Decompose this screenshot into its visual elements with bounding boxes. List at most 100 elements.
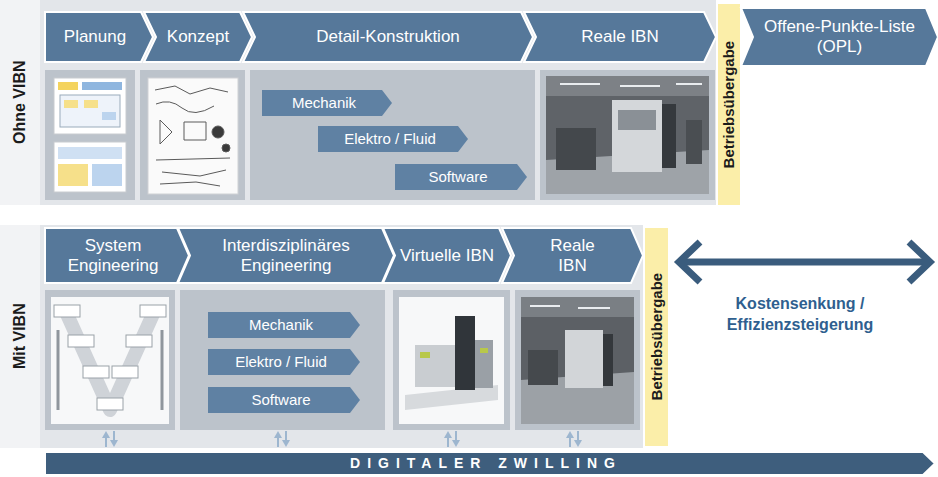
handover-strip: Betriebsübergabe (645, 228, 668, 446)
photo-ceiling (546, 76, 709, 96)
render-accent (480, 348, 488, 353)
arrow-head (679, 242, 700, 282)
photo-machine (556, 128, 596, 170)
arrow-head (574, 440, 582, 447)
chevron-outline (208, 387, 360, 413)
photo-machine (662, 104, 676, 168)
phase-label: Detail-Konstruktion (316, 27, 460, 47)
panel-label-column (0, 225, 40, 448)
discipline-arrow: Mechanik (208, 312, 360, 338)
phase-label: Elektro / Fluid (344, 130, 436, 147)
phase-chevron: Reale IBN (502, 228, 643, 283)
sync-arrow (455, 431, 457, 441)
phase-label: Software (428, 168, 487, 185)
digital-twin-bar: DIGITALER ZWILLING (45, 452, 935, 475)
phase-label: Virtuelle IBN (400, 246, 494, 266)
photo-light (530, 306, 610, 308)
chevron-outline (45, 12, 153, 62)
sheet-block (58, 82, 78, 90)
concept-sketch (148, 78, 238, 194)
panel-title: Ohne VIBN (11, 61, 29, 145)
paper-sheet (51, 297, 169, 424)
phase-chevron: Virtuelle IBN (383, 228, 511, 283)
chevron-outline (208, 349, 360, 375)
sync-arrow (113, 431, 115, 441)
phase-label: Elektro / Fluid (235, 353, 327, 370)
plant-photo (521, 297, 634, 424)
image-box (140, 70, 245, 200)
arrow-head (452, 440, 460, 447)
discipline-arrow: Software (208, 387, 360, 413)
photo-machine (686, 120, 702, 164)
panel-ground (0, 225, 643, 448)
panel-label-holder: Ohne VIBN (0, 0, 40, 205)
arrow-head (274, 431, 282, 438)
phase-chevron: Interdisziplinäres Engineering (178, 228, 394, 283)
handover-label: Betriebsübergabe (648, 273, 665, 401)
sheet-block (58, 147, 122, 159)
panel-label-holder: Mit VIBN (0, 225, 40, 448)
v-box (126, 335, 152, 347)
phase-label: Interdisziplinäres Engineering (192, 236, 380, 275)
photo-machine (618, 110, 656, 130)
paper-sheet (54, 142, 126, 192)
v-box (97, 398, 123, 410)
phase-label: Reale IBN (543, 236, 603, 275)
photo-machine (612, 100, 662, 172)
chevron-outline (262, 90, 392, 116)
phase-label: Reale IBN (581, 27, 658, 47)
image-box (515, 290, 640, 430)
chevron-outline (208, 312, 360, 338)
arrow-head (102, 431, 110, 438)
phase-chevron: Reale IBN (524, 12, 716, 62)
sheet-block (84, 100, 98, 108)
sketch-line (155, 86, 228, 94)
phase-label: Offene-Punkte-Liste (OPL) (755, 17, 924, 56)
sync-arrow (285, 431, 287, 441)
v-box (140, 305, 166, 317)
chevron-outline (383, 228, 511, 283)
process-panel: Ohne VIBN Planung Konzept Detail-Konstrukti… (0, 0, 716, 205)
photo-ground (521, 297, 634, 424)
arrow-shaft (680, 259, 928, 266)
panel-label-column (0, 0, 40, 205)
image-box (540, 70, 715, 200)
arrow-head (282, 440, 290, 447)
phase-label: Konzept (167, 27, 229, 47)
chevron-outline (318, 126, 468, 152)
chevron-outline (45, 228, 189, 283)
paper-sheet (54, 78, 126, 134)
sheet-block (82, 82, 122, 90)
benefit-label: Kostensenkung / Effizienzsteigerung (715, 294, 885, 336)
arrow-head (110, 440, 118, 447)
chevron-outline (524, 12, 716, 62)
sketch-line (160, 182, 220, 186)
sync-arrow (105, 437, 107, 447)
chevron-outline (243, 12, 533, 62)
sheet-block (60, 95, 120, 127)
sync-arrows (102, 431, 582, 447)
chevron-outline (178, 228, 394, 283)
photo-ground (546, 76, 709, 194)
sync-arrow (277, 437, 279, 447)
v-box (112, 366, 138, 378)
photo-ceiling (521, 297, 634, 317)
phase-chevron: System Engineering (45, 228, 189, 283)
phase-label: System Engineering (51, 236, 175, 275)
phase-chevron: Konzept (144, 12, 252, 62)
virtual-plant-illustration (399, 297, 504, 424)
arrow-head (909, 242, 930, 282)
render-machine (475, 340, 493, 388)
discipline-arrow: Elektro / Fluid (318, 126, 468, 152)
phase-label: Mechanik (292, 94, 356, 111)
chevron-outline (502, 228, 643, 283)
v-box (54, 305, 80, 317)
sketch-dot (212, 126, 224, 138)
sheet-block (58, 164, 88, 186)
arrow-head (566, 431, 574, 438)
panel-ground (0, 0, 716, 205)
phase-label: Planung (64, 27, 126, 47)
photo-machine (528, 350, 558, 385)
bar-label: DIGITALER ZWILLING (350, 455, 622, 471)
sketch-line (156, 158, 230, 176)
